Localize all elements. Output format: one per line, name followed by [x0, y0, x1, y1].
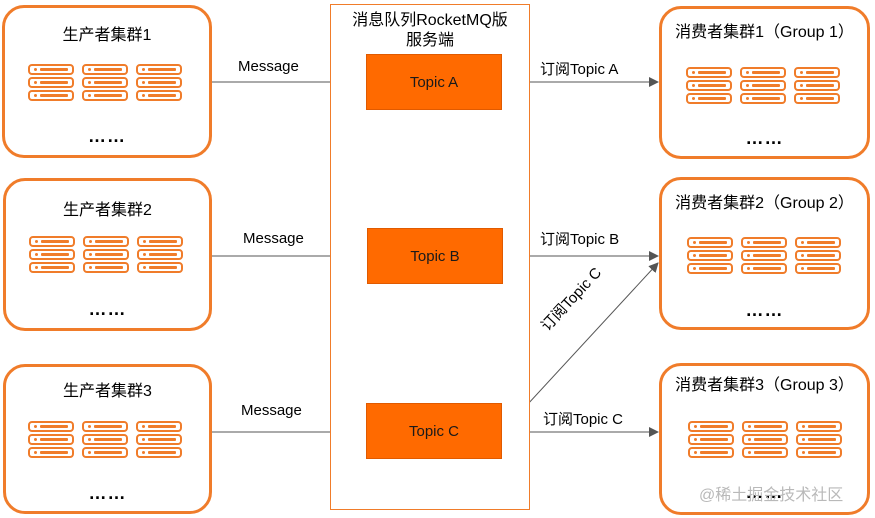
subscribe-label-topic-a: 订阅Topic A	[540, 61, 619, 78]
server-icon	[82, 421, 128, 458]
producer-cluster-title: 生产者集群2	[63, 202, 152, 219]
server-rack-group	[687, 237, 841, 274]
server-icon	[741, 237, 787, 274]
ellipsis: ……	[88, 299, 127, 319]
producer-cluster-1: 生产者集群1 ……	[2, 5, 212, 158]
consumer-cluster-title: 消费者集群1（Group 1）	[675, 24, 854, 41]
producer-cluster-3: 生产者集群3 ……	[3, 364, 212, 514]
server-icon	[740, 67, 786, 104]
server-icon	[742, 421, 788, 458]
server-title: 消息队列RocketMQ版 服务端	[331, 11, 529, 51]
consumer-cluster-title: 消费者集群2（Group 2）	[675, 195, 854, 212]
server-icon	[794, 67, 840, 104]
topic-a: Topic A	[366, 54, 502, 110]
server-icon	[29, 236, 75, 273]
server-icon	[83, 236, 129, 273]
producer-cluster-2: 生产者集群2 ……	[3, 178, 212, 331]
message-label-3: Message	[241, 402, 302, 419]
server-icon	[688, 421, 734, 458]
server-icon	[687, 237, 733, 274]
consumer-cluster-3: 消费者集群3（Group 3） ……	[659, 363, 870, 515]
ellipsis: ……	[88, 126, 126, 146]
producer-cluster-title: 生产者集群1	[62, 27, 152, 44]
ellipsis: ……	[745, 482, 784, 502]
ellipsis: ……	[745, 300, 784, 320]
server-icon	[28, 421, 74, 458]
server-rack-group	[28, 421, 182, 458]
ellipsis: ……	[88, 483, 127, 503]
server-icon	[28, 64, 74, 101]
server-icon	[136, 421, 182, 458]
server-icon	[137, 236, 183, 273]
ellipsis: ……	[745, 128, 784, 148]
server-rack-group	[28, 64, 182, 101]
subscribe-label-topic-b: 订阅Topic B	[540, 231, 620, 248]
subscribe-label-topic-c: 订阅Topic C	[543, 411, 624, 428]
server-icon	[796, 421, 842, 458]
server-title-line1: 消息队列RocketMQ版	[352, 12, 508, 29]
topic-b: Topic B	[367, 228, 503, 284]
consumer-cluster-1: 消费者集群1（Group 1） ……	[659, 6, 870, 159]
producer-cluster-title: 生产者集群3	[63, 383, 152, 400]
server-icon	[795, 237, 841, 274]
server-icon	[82, 64, 128, 101]
server-rack-group	[688, 421, 842, 458]
consumer-cluster-title: 消费者集群3（Group 3）	[675, 377, 854, 394]
consumer-cluster-2: 消费者集群2（Group 2） ……	[659, 177, 870, 330]
server-title-line2: 服务端	[405, 32, 454, 49]
watermark: @稀土掘金技术社区	[699, 487, 844, 504]
server-rack-group	[29, 236, 183, 273]
message-label-1: Message	[238, 58, 299, 75]
server-icon	[136, 64, 182, 101]
topic-c: Topic C	[366, 403, 502, 459]
message-label-2: Message	[243, 230, 304, 247]
server-rack-group	[686, 67, 840, 104]
server-icon	[686, 67, 732, 104]
